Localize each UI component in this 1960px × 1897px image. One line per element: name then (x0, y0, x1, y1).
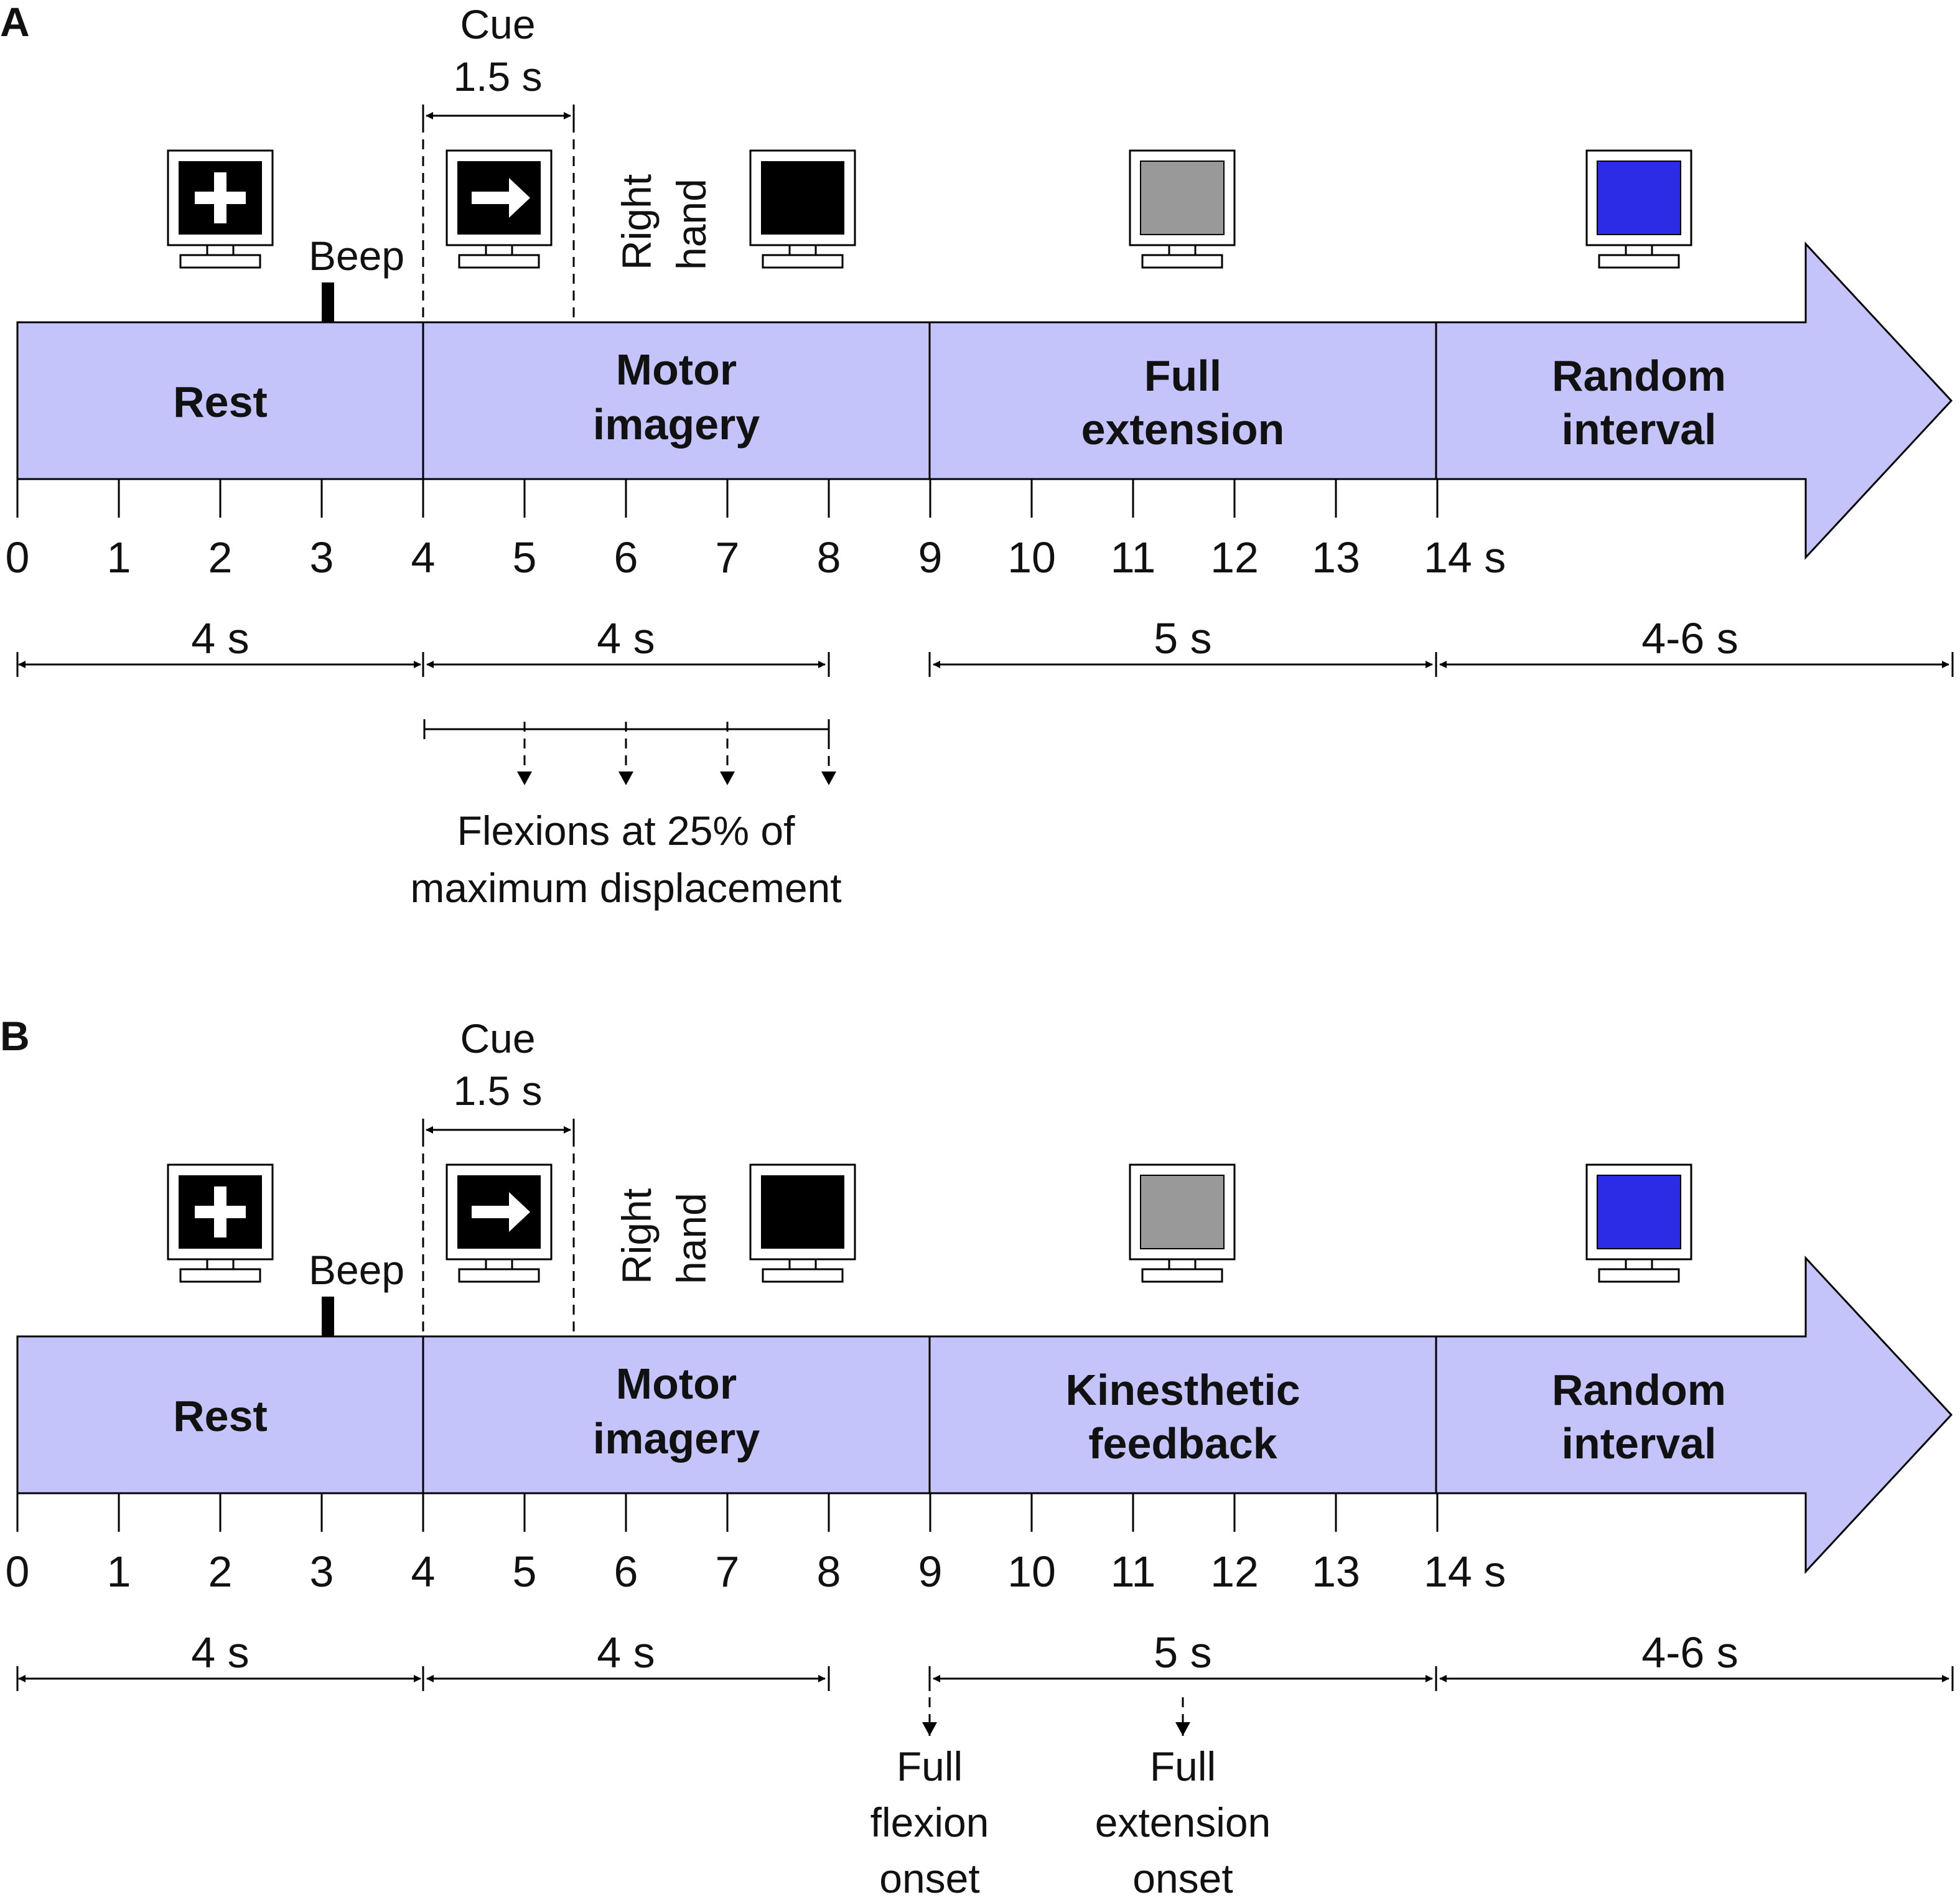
panel-letter: A (0, 0, 30, 45)
extension-onset-label-line2: extension (1095, 1799, 1271, 1845)
axis-tick-label: 11 (1111, 1547, 1156, 1596)
phase-label-rest: Rest (173, 378, 268, 426)
monitor-blue-icon (1585, 149, 1692, 269)
monitor-gray-icon (1129, 1163, 1236, 1283)
panel-b: B Cue 1.5 s Right hand (0, 1013, 1954, 1897)
axis-tick-label: 3 (310, 533, 334, 582)
phase-label-random-interval-line2: interval (1562, 1419, 1717, 1468)
phase-label-random-interval-line2: interval (1562, 405, 1717, 454)
axis-tick-label: 8 (817, 1547, 841, 1596)
right-hand-label-line1: Right (614, 174, 660, 270)
axis-tick-label: 13 (1312, 533, 1360, 582)
axis-tick-label: 1 (107, 1547, 131, 1596)
beep-label: Beep (309, 233, 404, 279)
cue-duration-label: 1.5 s (453, 54, 542, 100)
phase-label-motor-imagery-line2: imagery (593, 400, 760, 449)
monitor-plus-icon (167, 149, 274, 269)
phase-label-full-extension-line1: Full (1144, 352, 1221, 400)
axis-tick-label: 12 (1210, 533, 1259, 582)
monitor-plus-icon (167, 1163, 274, 1283)
axis-tick-label: 6 (614, 533, 638, 582)
duration-label: 4 s (191, 614, 249, 663)
axis-tick-label: 9 (918, 533, 943, 582)
beep-marker (322, 1297, 334, 1336)
timeline-arrow-bar (16, 1256, 1953, 1574)
monitor-arrow-icon (446, 149, 553, 269)
timeline-arrow-bar (16, 241, 1953, 560)
monitor-blue-icon (1585, 1163, 1692, 1283)
phase-label-random-interval-line1: Random (1552, 1366, 1726, 1414)
phase-label-kinesthetic-feedback-line1: Kinesthetic (1065, 1366, 1300, 1414)
axis-tick-label: 10 (1007, 533, 1056, 582)
right-hand-label-line2: hand (668, 1193, 714, 1284)
axis-tick-label: 14 s (1424, 1547, 1506, 1596)
axis-tick-label: 10 (1007, 1547, 1056, 1596)
extension-onset-label-line1: Full (1150, 1743, 1216, 1789)
axis-tick-label: 8 (817, 533, 841, 582)
cue-duration-label: 1.5 s (453, 1068, 542, 1114)
monitor-gray-icon (1129, 149, 1236, 269)
beep-marker (322, 282, 334, 322)
phase-label-motor-imagery-line1: Motor (616, 345, 737, 394)
monitor-black-icon (749, 1163, 856, 1283)
flexion-note-line1: Flexions at 25% of (457, 808, 796, 854)
axis-tick-label: 9 (918, 1547, 943, 1596)
axis-tick-label: 7 (716, 533, 740, 582)
flexion-onset-label-line1: Full (897, 1743, 963, 1789)
axis-tick-label: 3 (310, 1547, 334, 1596)
phase-label-motor-imagery-line2: imagery (593, 1414, 760, 1463)
right-hand-label-line1: Right (614, 1188, 660, 1284)
axis-tick-label: 4 (411, 533, 436, 582)
axis-tick-label: 12 (1210, 1547, 1259, 1596)
phase-label-random-interval-line1: Random (1552, 352, 1726, 400)
cue-label: Cue (460, 1015, 535, 1061)
duration-label: 4-6 s (1641, 1628, 1738, 1677)
cue-label: Cue (460, 1, 535, 47)
axis-tick-label: 14 s (1424, 533, 1506, 582)
axis-tick-label: 2 (208, 533, 233, 582)
beep-label: Beep (309, 1247, 404, 1293)
extension-onset-label-line3: onset (1132, 1855, 1233, 1897)
panel-letter: B (0, 1013, 30, 1059)
duration-label: 5 s (1154, 614, 1211, 663)
flexion-note-line2: maximum displacement (410, 865, 841, 911)
axis-tick-label: 6 (614, 1547, 638, 1596)
axis-tick-label: 7 (716, 1547, 740, 1596)
duration-label: 4 s (597, 614, 655, 663)
duration-label: 4-6 s (1641, 614, 1738, 663)
right-hand-label-line2: hand (668, 179, 714, 270)
phase-label-kinesthetic-feedback-line2: feedback (1088, 1419, 1277, 1468)
monitor-black-icon (749, 149, 856, 269)
axis-tick-label: 0 (6, 533, 30, 582)
axis-tick-label: 5 (513, 533, 537, 582)
flexion-onset-label-line3: onset (879, 1855, 979, 1897)
duration-label: 4 s (597, 1628, 655, 1677)
axis-tick-label: 13 (1312, 1547, 1360, 1596)
axis-tick-label: 4 (411, 1547, 436, 1596)
axis-tick-label: 1 (107, 533, 131, 582)
axis-tick-label: 5 (513, 1547, 537, 1596)
phase-label-full-extension-line2: extension (1081, 405, 1285, 454)
phase-label-rest: Rest (173, 1392, 268, 1440)
panel-a: A Cue 1.5 s Right hand (0, 0, 1954, 911)
axis-tick-label: 11 (1111, 533, 1156, 582)
axis-tick-label: 2 (208, 1547, 233, 1596)
flexion-onset-label-line2: flexion (870, 1799, 989, 1845)
duration-label: 4 s (191, 1628, 249, 1677)
axis-tick-label: 0 (6, 1547, 30, 1596)
phase-label-motor-imagery-line1: Motor (616, 1359, 737, 1408)
monitor-arrow-icon (446, 1163, 553, 1283)
duration-label: 5 s (1154, 1628, 1211, 1677)
